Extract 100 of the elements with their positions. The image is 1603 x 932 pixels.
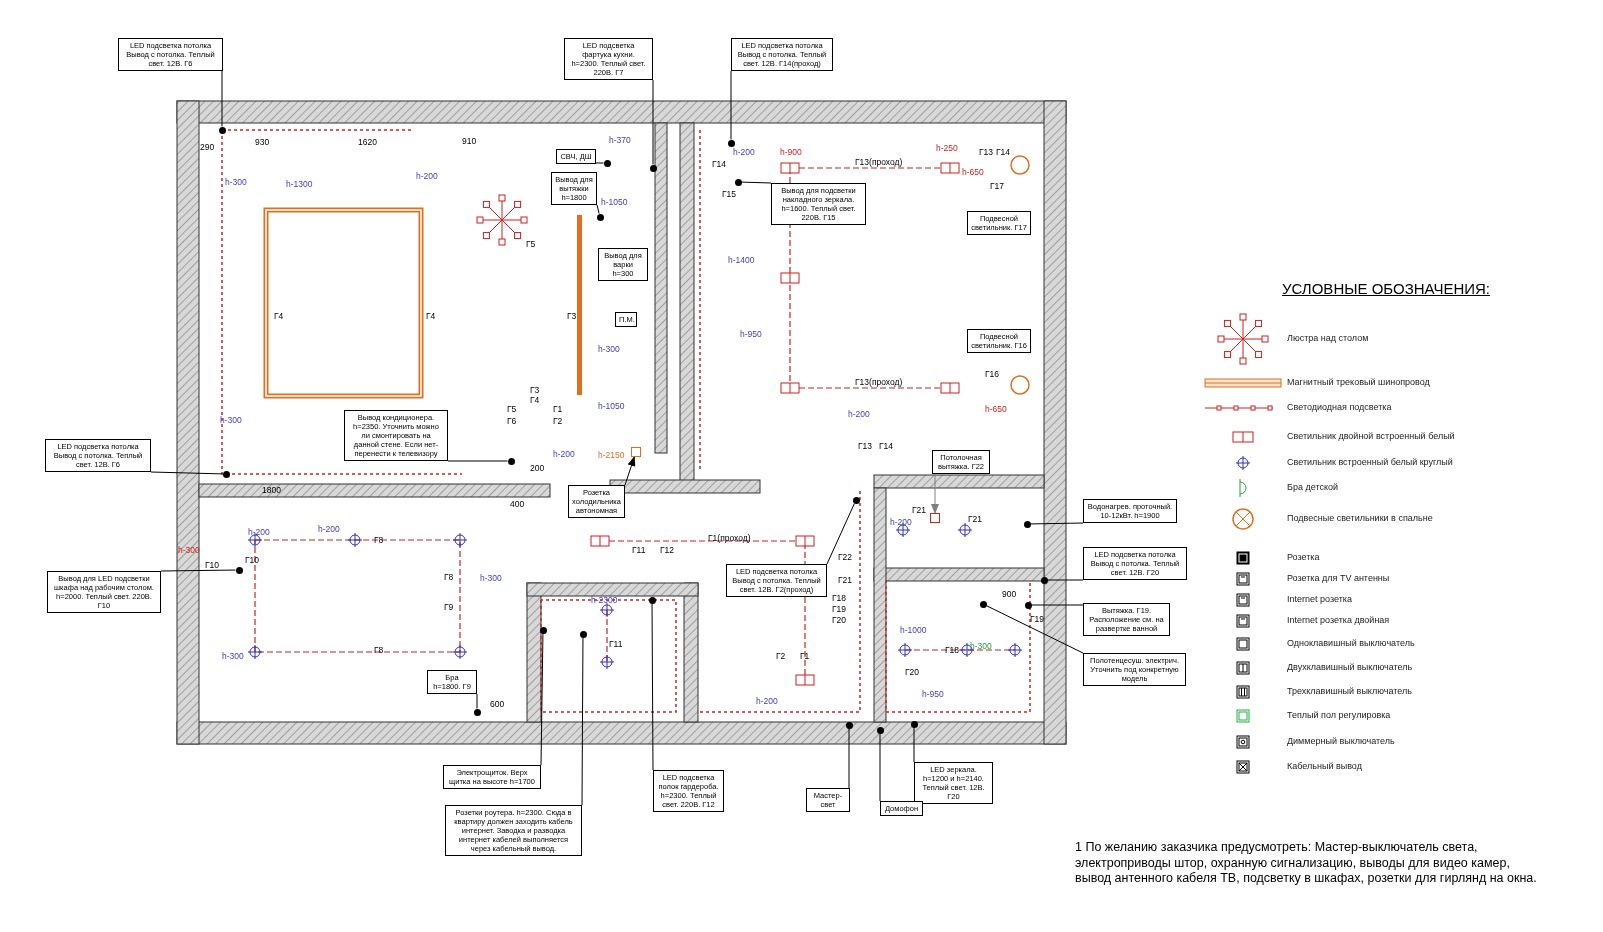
dimension-label: 1620 <box>358 138 377 147</box>
fixture-tag: Г22 <box>838 553 853 562</box>
fixture-tag: Г3 <box>530 386 540 395</box>
connection-dot <box>235 566 243 574</box>
legend-text: Теплый пол регулировка <box>1287 710 1391 720</box>
fixture-tag: Г1(проход) <box>708 534 751 543</box>
leader-line <box>581 637 584 806</box>
fixture-tag: Г1 <box>553 405 563 414</box>
fixture-tag: Г13 <box>858 442 873 451</box>
legend-text: Двухклавишный выключатель <box>1287 662 1413 672</box>
height-mark: h-900 <box>780 148 802 157</box>
connection-dot <box>473 708 481 716</box>
legend-text: Internet розетка двойная <box>1287 615 1390 625</box>
height-mark: h-300 <box>225 178 247 187</box>
connection-dot <box>845 721 853 729</box>
connection-dot <box>1040 576 1048 584</box>
fixture-tag: Г6 <box>507 417 517 426</box>
fixture-tag: Г4 <box>274 312 284 321</box>
legend-text: Трехклавишный выключатель <box>1287 686 1412 696</box>
leader-line <box>652 79 654 165</box>
dimension-label: 900 <box>1002 590 1017 599</box>
height-mark: h-950 <box>740 330 762 339</box>
connection-dot <box>727 139 735 147</box>
height-mark: h-1300 <box>286 180 313 189</box>
height-mark: h-200 <box>416 172 438 181</box>
connection-dot <box>649 164 657 172</box>
height-mark: h-300 <box>480 574 502 583</box>
fixture-tag: Г21 <box>838 576 853 585</box>
leader-line <box>596 204 600 214</box>
legend-text: Подвесные светильники в спальне <box>1287 513 1433 523</box>
height-mark: h-1000 <box>900 626 927 635</box>
connection-dot <box>603 159 611 167</box>
fixture-tag: Г14 <box>879 442 894 451</box>
height-mark: h-250 <box>936 144 958 153</box>
leader-line <box>741 181 772 184</box>
height-mark: h-200 <box>248 528 270 537</box>
leader-line <box>1047 579 1084 581</box>
leader-line <box>540 633 544 766</box>
height-mark: h-370 <box>609 136 631 145</box>
fixture-tag: Г11 <box>632 546 646 555</box>
connection-dot <box>734 178 742 186</box>
connection-dot <box>222 470 230 478</box>
dimension-label: 200 <box>530 464 545 473</box>
dimension-label: 1800 <box>262 486 281 495</box>
legend-text: Одноклавишный выключатель <box>1287 638 1415 648</box>
height-mark: h-200 <box>553 450 575 459</box>
fixture-tag: Г3 <box>567 312 577 321</box>
height-mark: h-300 <box>598 345 620 354</box>
fixture-tag: Г18 <box>832 594 847 603</box>
fixture-tag: Г18 <box>945 646 960 655</box>
leader-line <box>624 456 636 486</box>
leader-line <box>913 727 915 763</box>
leader-line <box>595 162 604 164</box>
connection-dot <box>596 213 604 221</box>
legend-title: УСЛОВНЫЕ ОБОЗНАЧЕНИЯ: <box>1282 280 1490 297</box>
fixture-tag: Г8 <box>444 573 454 582</box>
leader-line <box>221 70 223 127</box>
vent-symbol <box>930 513 940 523</box>
fixture-tag: Г14 <box>996 148 1011 157</box>
fixture-tag: Г1 <box>800 652 810 661</box>
leader-line <box>476 693 478 709</box>
fixture-tag: Г12 <box>660 546 675 555</box>
legend-text: Кабельный вывод <box>1287 761 1362 771</box>
height-mark: h-200 <box>848 410 870 419</box>
leader-line <box>160 569 236 572</box>
height-mark: h-200 <box>756 697 778 706</box>
fixture-tag: Г21 <box>912 506 927 515</box>
leader-line <box>986 605 1084 654</box>
height-mark: h-200 <box>733 148 755 157</box>
fixture-tag: Г5 <box>526 240 536 249</box>
dimension-label: 400 <box>510 500 525 509</box>
leader-line <box>730 70 732 140</box>
fixture-tag: Г13(проход) <box>855 158 903 167</box>
fixture-tag: Г10 <box>245 556 260 565</box>
fixture-tag: Г4 <box>426 312 436 321</box>
leader-line <box>826 503 855 565</box>
height-mark: h-650 <box>962 168 984 177</box>
fixture-tag: Г9 <box>444 603 454 612</box>
fixture-tag: Г17 <box>990 182 1005 191</box>
leader-line <box>1031 604 1084 606</box>
leader-line <box>1030 522 1084 525</box>
fixture-tag: Г8 <box>374 536 384 545</box>
leader-line <box>651 603 654 771</box>
legend-text: Internet розетка <box>1287 594 1352 604</box>
dimension-label: 930 <box>255 138 270 147</box>
connection-dot <box>539 626 547 634</box>
legend-text: Розетка для TV антенны <box>1287 573 1390 583</box>
connection-dot <box>218 126 226 134</box>
fixture-tag: Г19 <box>832 605 847 614</box>
height-mark: h-300 <box>222 652 244 661</box>
connection-dot <box>1024 601 1032 609</box>
fixture-tag: Г20 <box>905 668 920 677</box>
fixture-tag: Г20 <box>832 616 847 625</box>
fixture-tag: Г11 <box>609 640 623 649</box>
note-text: 1 По желанию заказчика предусмотреть: Мастер-выключатель света, электроприводы штор, охранную сигнализацию, выводы для видео камер, вывод антенного кабеля ТВ, подсветку в шкафах, розетки для гирлянд на окна. <box>1075 840 1538 887</box>
height-mark: h-950 <box>922 690 944 699</box>
leader-line <box>848 728 850 789</box>
socket-symbol <box>631 447 641 457</box>
connection-dot <box>1023 520 1031 528</box>
fixture-tag: Г4 <box>530 396 540 405</box>
